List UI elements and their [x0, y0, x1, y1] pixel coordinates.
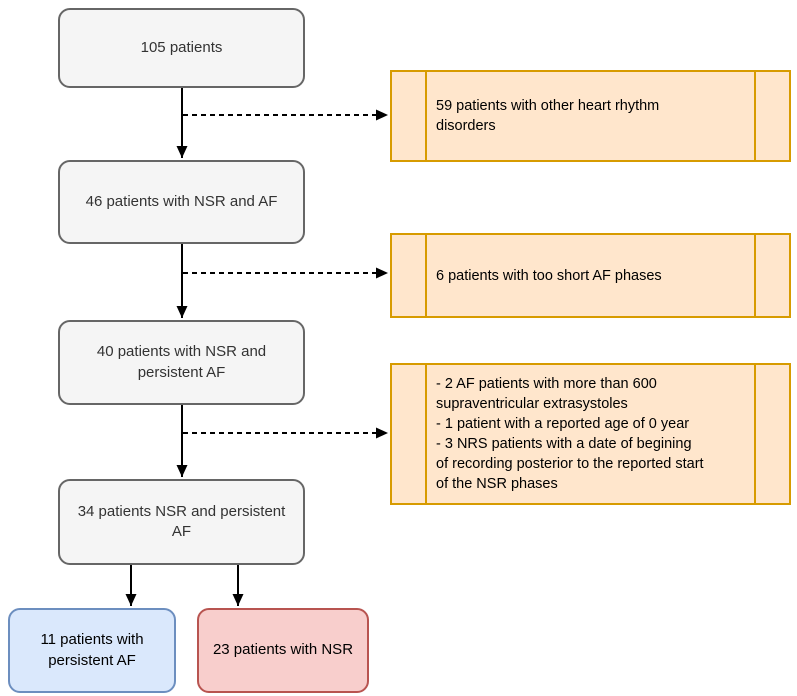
node-46-nsr-af-label: 46 patients with NSR and AF	[85, 192, 278, 210]
left-side-bar	[425, 364, 427, 504]
node-34-nsr-persistent-af: 34 patients NSR and persistent AF	[58, 479, 305, 565]
exclusion-other-rhythm-disorders-label: 59 patients with other heart rhythm diso…	[436, 98, 660, 134]
node-105-patients: 105 patients	[58, 8, 305, 88]
node-46-nsr-af: 46 patients with NSR and AF	[58, 160, 305, 244]
left-side-bar	[425, 234, 427, 317]
exclusion-short-af-phases: 6 patients with too short AF phases	[390, 233, 791, 318]
right-side-bar	[754, 71, 756, 161]
node-40-nsr-persistent-af-label: 40 patients with NSR and persistent AF	[96, 343, 267, 381]
node-23-nsr: 23 patients with NSR	[197, 608, 369, 693]
node-34-nsr-persistent-af-label: 34 patients NSR and persistent AF	[77, 502, 286, 540]
right-side-bar	[754, 364, 756, 504]
node-40-nsr-persistent-af: 40 patients with NSR and persistent AF	[58, 320, 305, 405]
node-105-patients-label: 105 patients	[140, 38, 223, 56]
exclusion-multiple-criteria-label: - 2 AF patients with more than 600 supra…	[436, 376, 704, 492]
exclusion-other-rhythm-disorders: 59 patients with other heart rhythm diso…	[390, 70, 791, 162]
left-side-bar	[425, 71, 427, 161]
node-11-persistent-af: 11 patients with persistent AF	[8, 608, 176, 693]
exclusion-multiple-criteria: - 2 AF patients with more than 600 supra…	[390, 363, 791, 505]
exclusion-short-af-phases-label: 6 patients with too short AF phases	[436, 267, 662, 284]
node-11-persistent-af-label: 11 patients with persistent AF	[40, 631, 144, 669]
right-side-bar	[754, 234, 756, 317]
node-23-nsr-label: 23 patients with NSR	[212, 641, 354, 659]
